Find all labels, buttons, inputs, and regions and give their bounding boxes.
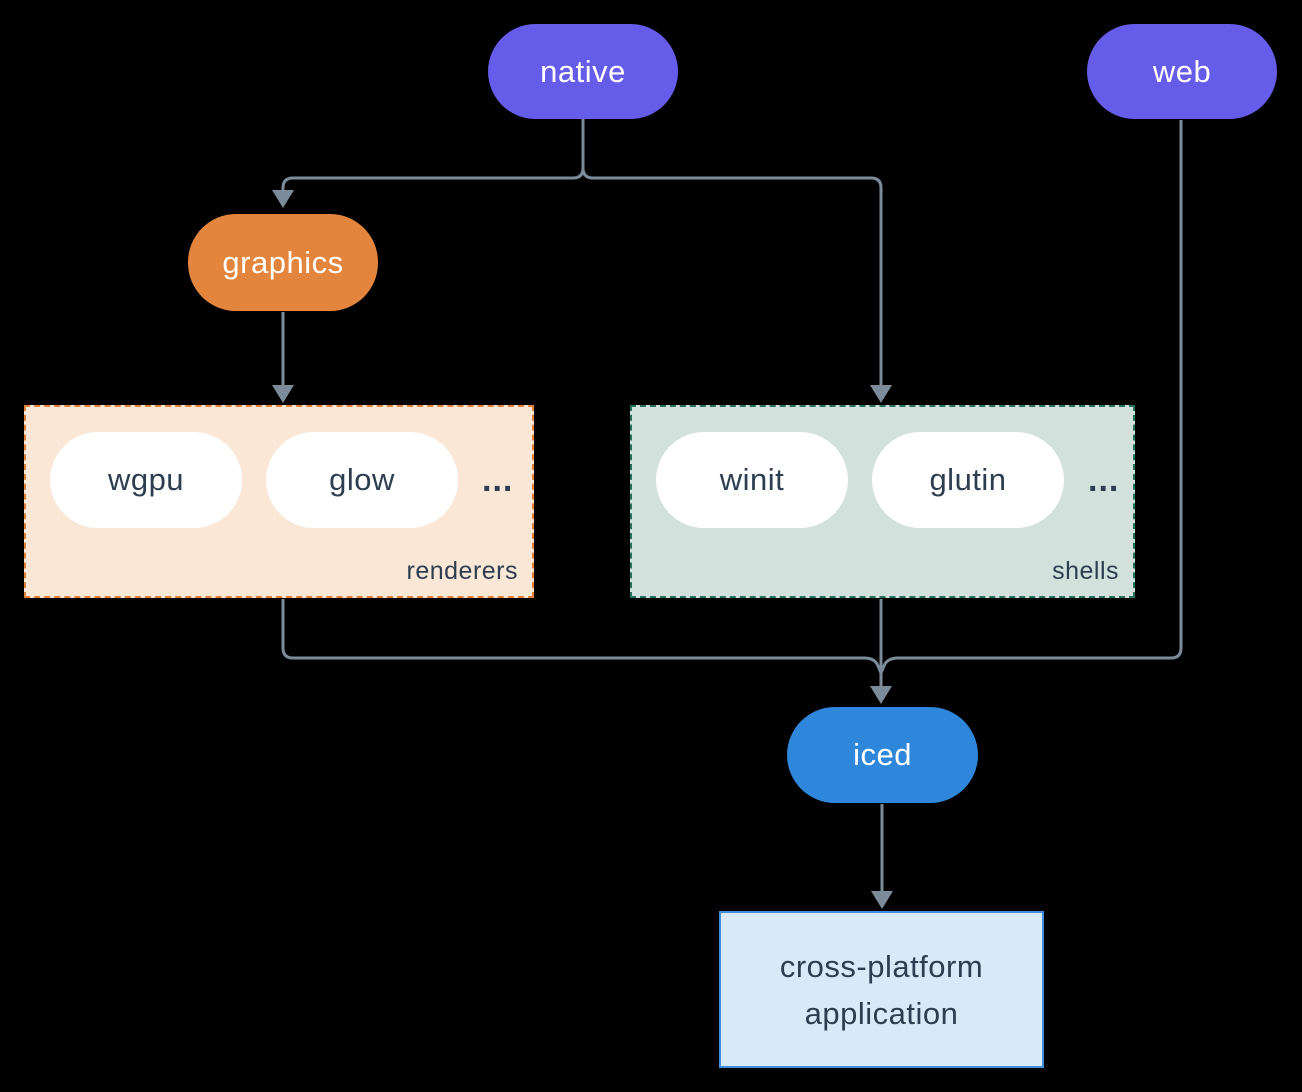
node-wgpu: wgpu — [50, 432, 242, 528]
arrowhead-shells — [870, 385, 892, 403]
app-label-line-1: cross-platform — [779, 948, 984, 984]
node-native: native — [488, 24, 678, 119]
shells-label: shells — [1052, 557, 1119, 585]
arrowhead-renderers — [272, 385, 294, 403]
edge-native-to-graphics — [281, 119, 585, 190]
node-web: web — [1087, 24, 1277, 119]
node-iced: iced — [787, 707, 978, 803]
renderers-ellipsis: ... — [482, 460, 514, 499]
edge-native-to-shells — [581, 119, 883, 385]
group-shells: winit glutin ... shells — [630, 405, 1135, 598]
node-glutin: glutin — [872, 432, 1064, 528]
node-graphics: graphics — [188, 214, 378, 311]
renderers-row: wgpu glow ... — [50, 432, 532, 528]
app-label-line-2: application — [804, 995, 959, 1031]
shells-ellipsis: ... — [1088, 460, 1120, 499]
shells-row: winit glutin ... — [656, 432, 1133, 528]
node-cross-platform-application: cross-platform application — [719, 911, 1044, 1068]
node-glow: glow — [266, 432, 458, 528]
arrowhead-iced — [870, 686, 892, 704]
edge-web-to-merge — [879, 120, 1183, 674]
edge-renderers-to-merge — [281, 599, 883, 674]
arrowhead-graphics — [272, 190, 294, 208]
arrowhead-app — [871, 891, 893, 909]
node-winit: winit — [656, 432, 848, 528]
renderers-label: renderers — [406, 557, 518, 585]
group-renderers: wgpu glow ... renderers — [24, 405, 534, 598]
